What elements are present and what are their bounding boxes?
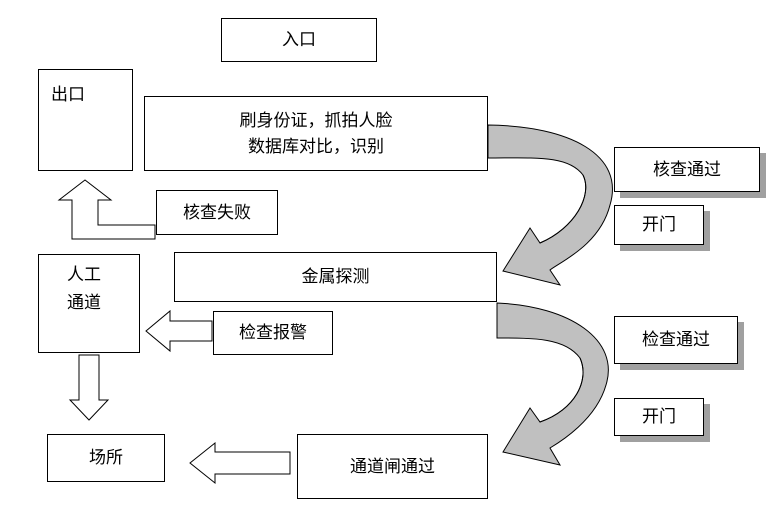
manual-channel-line-2: 通道: [67, 293, 101, 313]
check-pass-label-2: 检查通过: [642, 330, 710, 350]
exit-box: 出口: [38, 69, 133, 171]
entrance-label: 入口: [282, 30, 316, 50]
open-door-label-1: 开门: [642, 215, 676, 235]
id-scan-box: 刷身份证，抓拍人脸 数据库对比，识别: [144, 96, 488, 171]
manual-channel-line-1: 人工: [67, 265, 101, 285]
id-scan-line-1: 刷身份证，抓拍人脸: [239, 110, 393, 131]
verify-pass-label-1: 核查通过: [653, 159, 721, 180]
check-pass-box-2: 检查通过: [614, 316, 738, 364]
open-door-box-1: 开门: [614, 205, 704, 245]
verify-fail-label: 核查失败: [183, 202, 251, 223]
curved-arrow-1: [487, 124, 613, 286]
entrance-box: 入口: [221, 18, 377, 62]
gate-pass-label: 通道闸通过: [350, 456, 435, 477]
open-door-box-2: 开门: [614, 398, 704, 436]
venue-label: 场所: [89, 448, 123, 468]
venue-box: 场所: [47, 434, 165, 482]
metal-detect-box: 金属探测: [174, 252, 497, 302]
verify-fail-box: 核查失败: [156, 190, 278, 235]
metal-detect-label: 金属探测: [301, 267, 370, 287]
curved-arrow-2: [496, 302, 609, 466]
id-scan-line-2: 数据库对比，识别: [248, 136, 384, 157]
open-door-label-2: 开门: [642, 407, 676, 427]
manual-channel-box: 人工 通道: [38, 254, 140, 353]
gate-pass-box: 通道闸通过: [297, 434, 488, 499]
check-alarm-label: 检查报警: [239, 323, 307, 343]
exit-label: 出口: [51, 85, 85, 105]
manual-to-venue-arrow: [68, 354, 110, 421]
fail-to-exit-arrow: [57, 179, 156, 240]
alarm-to-manual-arrow: [145, 309, 213, 353]
verify-pass-box-1: 核查通过: [614, 147, 760, 192]
check-alarm-box: 检查报警: [213, 311, 333, 355]
gate-to-venue-arrow: [189, 441, 291, 485]
